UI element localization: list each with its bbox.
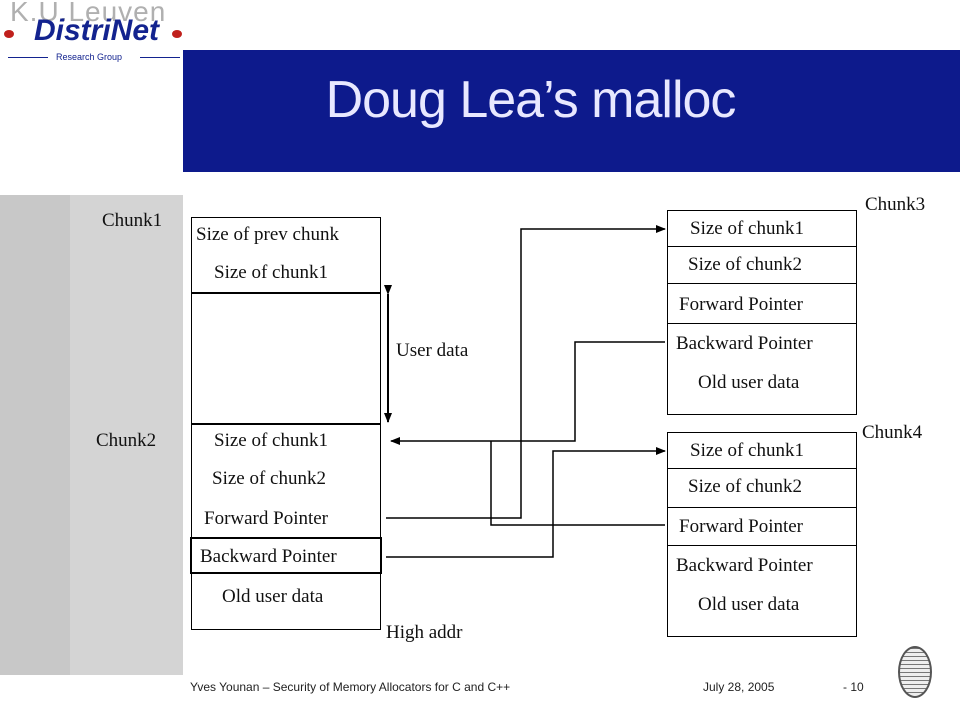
chunk2-field-0: Size of chunk1 — [214, 430, 328, 451]
slide-title: Doug Lea’s malloc — [325, 71, 737, 129]
logo-right-dot — [172, 30, 182, 38]
chunk4-box — [667, 432, 857, 637]
chunk-boundary-divider — [191, 423, 381, 425]
chunk2-forward-pointer-arrow — [386, 225, 666, 519]
chunk1-field-prev-size: Size of prev chunk — [196, 224, 339, 245]
footer-page: - 10 — [843, 680, 864, 694]
sidebar-strip — [70, 195, 183, 675]
chunk4-field-2: Forward Pointer — [679, 516, 804, 537]
logo-area — [0, 0, 183, 195]
chunk3-label: Chunk3 — [865, 194, 926, 215]
chunk4-field-4: Old user data — [698, 594, 800, 615]
chunk4-divider-1 — [667, 468, 857, 469]
chunk4-field-0: Size of chunk1 — [690, 440, 804, 461]
chunk2-field-3: Backward Pointer — [200, 546, 337, 567]
chunk4-forward-pointer-line — [490, 441, 665, 526]
chunk2-field-4: Old user data — [222, 586, 324, 607]
title-bar — [183, 50, 960, 172]
high-addr-label: High addr — [386, 622, 463, 643]
chunk4-divider-3 — [667, 545, 857, 546]
university-logo-text: K.U.Leuven — [10, 0, 167, 27]
chunk4-divider-2 — [667, 507, 857, 508]
chunk3-field-2: Forward Pointer — [679, 294, 804, 315]
university-seal-icon — [898, 646, 932, 698]
chunk3-divider-3 — [667, 323, 857, 324]
logo-left-dot — [4, 30, 14, 38]
chunk2-backward-pointer-arrow — [386, 447, 666, 558]
chunk3-backward-pointer-arrow — [390, 341, 665, 445]
chunk4-label: Chunk4 — [862, 422, 923, 443]
chunk3-field-0: Size of chunk1 — [690, 218, 804, 239]
logo-rule-left — [8, 57, 48, 58]
chunk1-header-divider — [191, 292, 381, 294]
chunk2-field-1: Size of chunk2 — [212, 468, 326, 489]
user-data-label: User data — [396, 340, 469, 361]
chunk3-field-1: Size of chunk2 — [688, 254, 802, 275]
chunk4-field-1: Size of chunk2 — [688, 476, 802, 497]
chunk3-field-3: Backward Pointer — [676, 333, 813, 354]
footer-date: July 28, 2005 — [703, 680, 775, 694]
chunk3-divider-2 — [667, 283, 857, 284]
chunk3-divider-1 — [667, 246, 857, 247]
chunk1-label: Chunk1 — [102, 210, 163, 231]
chunk3-field-4: Old user data — [698, 372, 800, 393]
distrinet-logo: DistriNet — [34, 14, 160, 47]
logo-subtitle: Research Group — [56, 52, 123, 62]
chunk1-field-size: Size of chunk1 — [214, 262, 328, 283]
chunk2-field-2: Forward Pointer — [204, 508, 329, 529]
chunk4-field-3: Backward Pointer — [676, 555, 813, 576]
chunk3-box — [667, 210, 857, 415]
chunk2-label: Chunk2 — [96, 430, 157, 451]
logo-rule-right — [140, 57, 180, 58]
footer-author: Yves Younan – Security of Memory Allocat… — [190, 680, 511, 694]
backward-pointer-highlight — [190, 537, 382, 574]
